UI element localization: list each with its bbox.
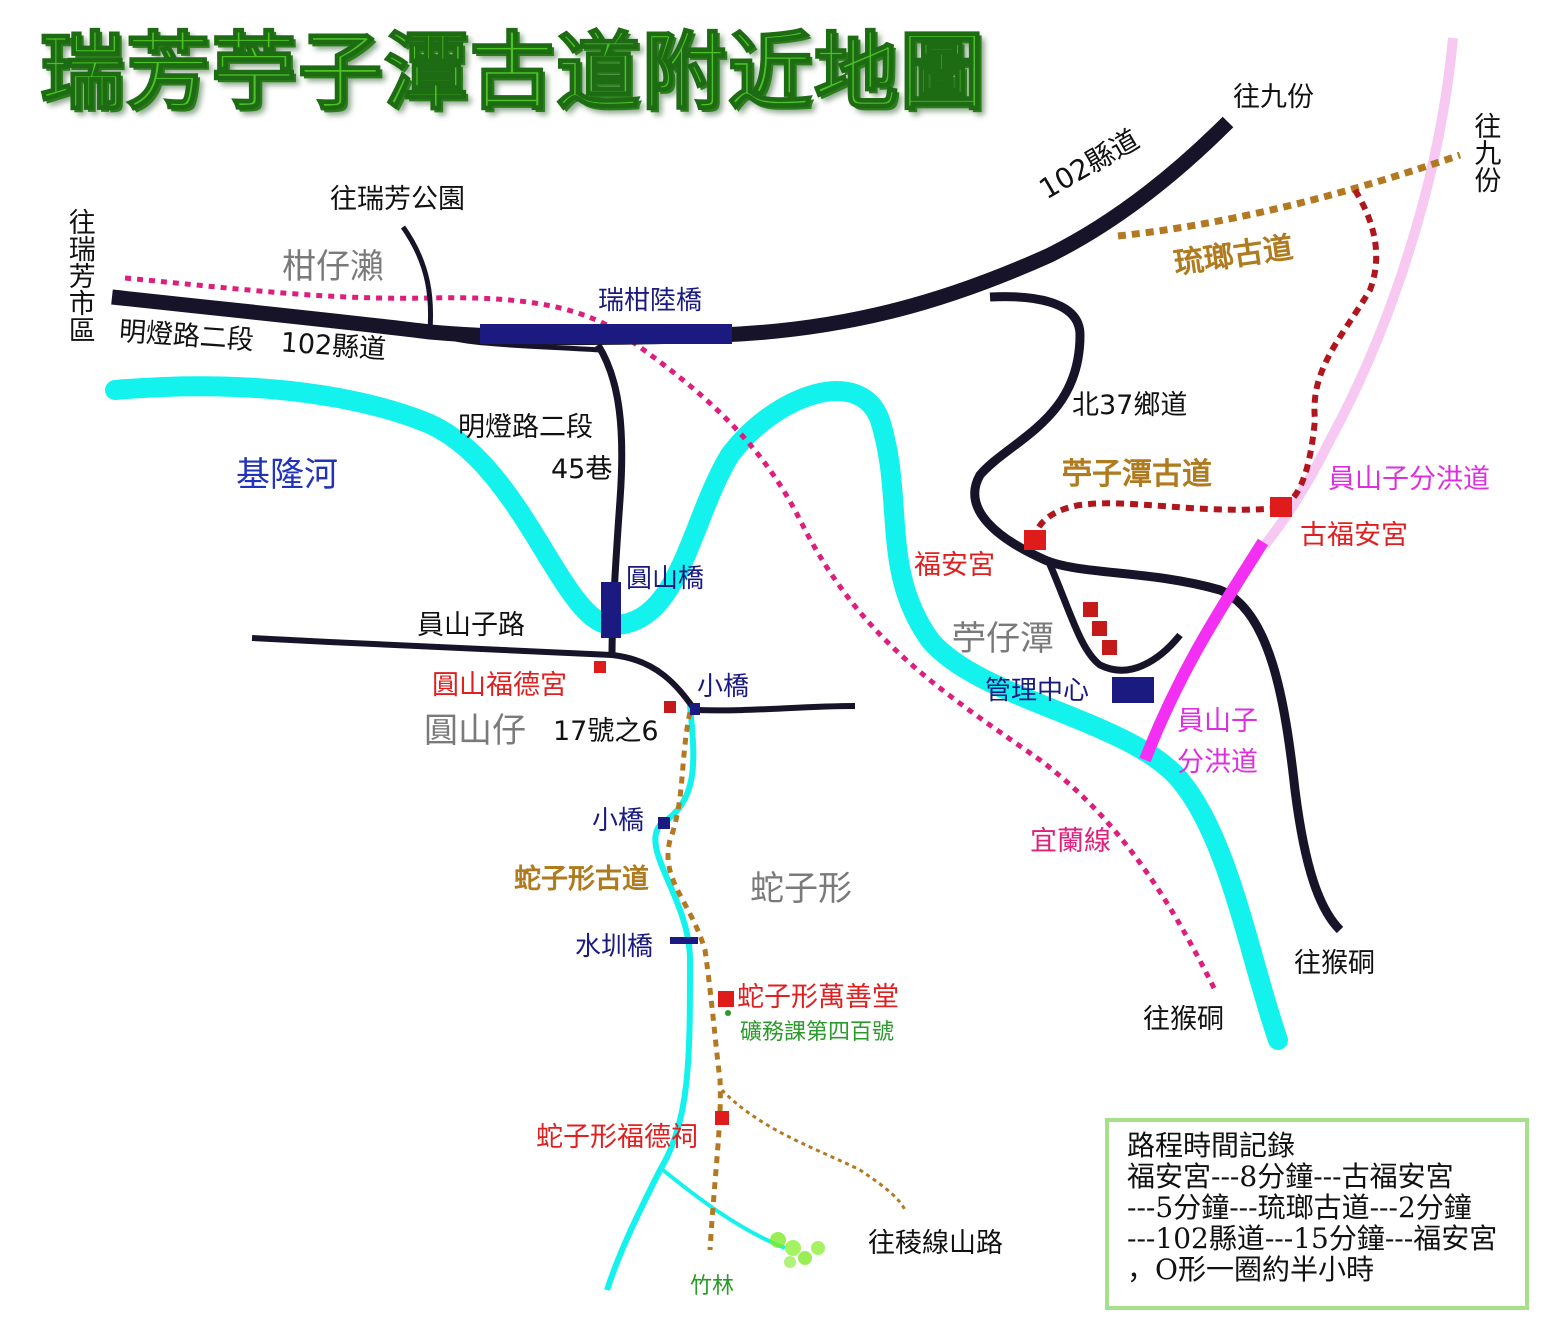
keelung-river: [105, 376, 1288, 1050]
road-management-branch: [1044, 558, 1183, 674]
stream-branch: [661, 1168, 786, 1250]
wanshan-hall-marker: [718, 991, 734, 1007]
shezixing-stream: [604, 704, 697, 1291]
gu-fuan-temple-marker: [1270, 497, 1292, 517]
small-bridge-marker-2: [658, 817, 670, 829]
label-management-center: 管理中心: [985, 676, 1090, 706]
label-lane45: 45巷: [551, 454, 613, 485]
legend-line-1: 路程時間記錄: [1127, 1129, 1296, 1162]
road-yuanshanzi: [251, 635, 856, 714]
label-gu-fuan-temple: 古福安宮: [1300, 520, 1408, 551]
legend-line-3: ---5分鐘---琉瑯古道---2分鐘: [1127, 1191, 1472, 1224]
label-yuanshanzi-flood-top: 員山子分洪道: [1328, 464, 1490, 495]
label-mingdeng-45: 明燈路二段: [458, 412, 593, 443]
mining-400-marker: [725, 1010, 731, 1016]
label-keelung-river: 基隆河: [236, 455, 338, 495]
travel-time-legend: 路程時間記錄 福安宮---8分鐘---古福安宮 ---5分鐘---琉瑯古道---…: [1105, 1118, 1529, 1310]
label-to-ruifang-city: 往瑞芳市區: [63, 208, 95, 343]
steps-marker-3: [1102, 640, 1117, 655]
label-yuanshanzi-flood-2: 分洪道: [1177, 747, 1258, 778]
legend-line-2: 福安宮---8分鐘---古福安宮: [1127, 1160, 1454, 1193]
small-bridge-marker-1: [690, 703, 700, 715]
label-wanshan-hall: 蛇子形萬善堂: [737, 982, 899, 1013]
fuan-temple-marker: [1024, 530, 1046, 550]
label-to-houtong-mid: 往猴硐: [1143, 1004, 1224, 1035]
label-fuan-temple: 福安宮: [914, 550, 995, 581]
label-small-bridge-1: 小橋: [697, 672, 750, 702]
liugong-trail-path: [1117, 151, 1462, 240]
zhuzitan-trail-path: [1032, 188, 1380, 541]
fude-shrine-marker: [715, 1111, 729, 1125]
legend-line-4: ---102縣道---15分鐘---福安宮: [1127, 1222, 1498, 1255]
label-bamboo: 竹林: [690, 1274, 735, 1299]
legend-line-5: ，O形一圈約半小時: [1127, 1253, 1374, 1286]
label-mining-400: 礦務課第四百號: [740, 1020, 895, 1045]
no17-6-marker: [664, 701, 676, 713]
shezixing-trail-path: [665, 711, 723, 1251]
label-shezixing: 蛇子形: [750, 869, 852, 909]
label-to-jiufen-right: 往九份: [1469, 112, 1501, 193]
bamboo-grove: [770, 1232, 825, 1268]
label-ganzilai: 柑仔瀨: [282, 247, 384, 287]
yuanshan-bridge-marker: [601, 582, 621, 638]
yuanshan-fude-marker: [594, 661, 606, 673]
label-to-ridge-road: 往稜線山路: [868, 1228, 1003, 1259]
label-fude-shrine: 蛇子形福德祠: [536, 1122, 698, 1153]
map-title: 瑞芳苧子潭古道附近地圖: [39, 23, 987, 121]
yilan-railway: [124, 275, 1218, 992]
label-to-houtong-right: 往猴硐: [1294, 948, 1375, 979]
steps-marker-2: [1092, 621, 1107, 636]
label-shezixing-trail: 蛇子形古道: [514, 864, 649, 895]
label-zhuzaitan: 苧仔潭: [952, 619, 1054, 659]
road-to-ruifang-park: [400, 225, 601, 353]
label-yilan-line: 宜蘭線: [1030, 826, 1111, 857]
ridge-road-path: [720, 1088, 907, 1211]
label-small-bridge-2: 小橋: [592, 806, 645, 836]
label-yuanshanzi-road: 員山子路: [417, 610, 525, 641]
label-yuanshan-fude: 圓山福德宮: [432, 670, 567, 701]
ruigan-bridge-marker: [480, 324, 732, 344]
steps-marker-1: [1083, 602, 1098, 617]
label-shuizhen-bridge: 水圳橋: [575, 932, 654, 962]
label-yuanshan-bridge: 圓山橋: [626, 564, 705, 594]
shuizhen-bridge-marker: [670, 937, 698, 944]
label-no17-6: 17號之6: [553, 716, 659, 747]
label-yuanshanzai: 圓山仔: [424, 711, 526, 751]
label-zhuzitan-trail: 苧子潭古道: [1062, 457, 1212, 492]
label-bei37: 北37鄉道: [1072, 390, 1188, 421]
label-ruigan-bridge: 瑞柑陸橋: [598, 286, 703, 316]
label-yuanshanzi-flood-1: 員山子: [1177, 706, 1258, 737]
label-to-jiufen-top: 往九份: [1233, 82, 1314, 113]
management-center-marker: [1112, 677, 1154, 703]
label-to-ruifang-park: 往瑞芳公園: [330, 184, 465, 215]
flood-channel: [1139, 538, 1269, 763]
